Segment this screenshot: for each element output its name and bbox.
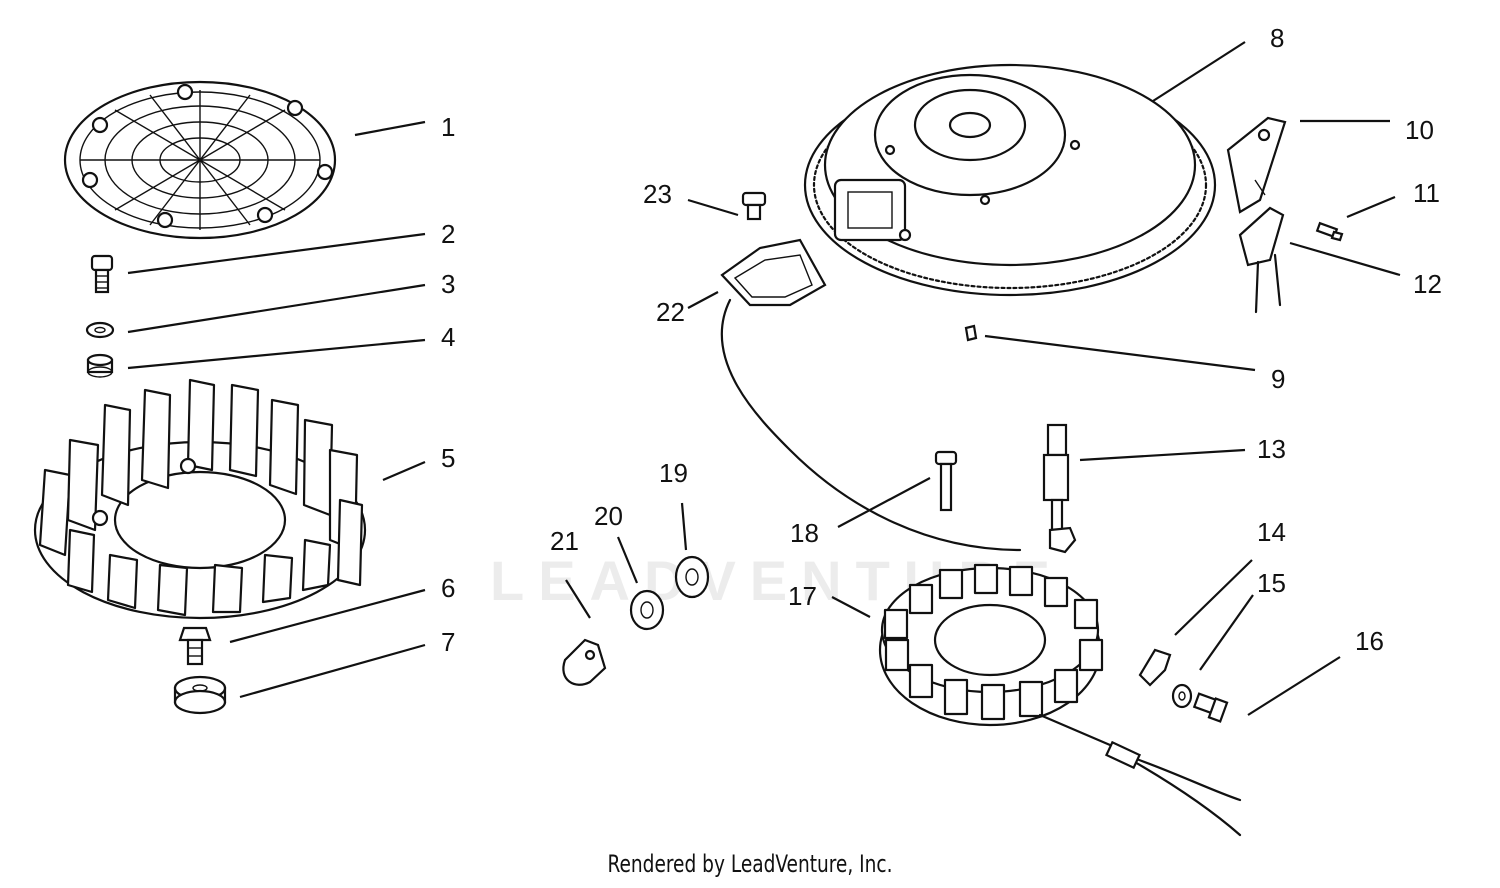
- part-12-bracket: [1238, 206, 1285, 314]
- part-8-flywheel: [803, 63, 1217, 297]
- callout-6: 6: [441, 573, 456, 603]
- callout-10: 10: [1405, 115, 1434, 145]
- part-7-washer: [173, 675, 227, 715]
- part-1-grille-screen: [63, 80, 337, 240]
- part-22-ignition-module: [720, 238, 1022, 552]
- leader-lines: [127, 41, 1401, 716]
- callout-3: 3: [441, 269, 456, 299]
- callout-19: 19: [659, 458, 688, 488]
- callout-22: 22: [656, 297, 685, 327]
- callout-16: 16: [1355, 626, 1384, 656]
- part-10-bracket: [1226, 116, 1287, 214]
- part-19-washer: [674, 555, 710, 599]
- part-23-screw: [741, 191, 767, 221]
- callout-2: 2: [441, 219, 456, 249]
- rendered-by-credit: Rendered by LeadVenture, Inc.: [607, 850, 893, 878]
- callout-8: 8: [1270, 23, 1285, 53]
- part-20-washer: [629, 589, 665, 631]
- callout-9: 9: [1271, 364, 1286, 394]
- callout-7: 7: [441, 627, 456, 657]
- part-16-bolt: [1192, 692, 1229, 723]
- part-9-key: [964, 324, 978, 342]
- part-17-alternator-stator: [878, 563, 1242, 837]
- part-11-screw: [1315, 221, 1344, 242]
- callout-15: 15: [1257, 568, 1286, 598]
- callout-14: 14: [1257, 517, 1286, 547]
- callout-4: 4: [441, 322, 456, 352]
- part-15-washer: [1171, 683, 1193, 709]
- callout-23: 23: [643, 179, 672, 209]
- part-13-spark-plug-lead: [1042, 423, 1077, 554]
- callout-17: 17: [788, 581, 817, 611]
- callout-1: 1: [441, 112, 456, 142]
- part-4-spacer: [86, 353, 114, 378]
- part-3-washer: [85, 321, 115, 339]
- callout-5: 5: [441, 443, 456, 473]
- callout-21: 21: [550, 526, 579, 556]
- part-6-bolt: [178, 626, 212, 666]
- part-2-screw: [90, 254, 114, 294]
- part-21-clip: [562, 638, 607, 686]
- part-5-cooling-fan: [33, 378, 367, 620]
- callout-18: 18: [790, 518, 819, 548]
- callout-20: 20: [594, 501, 623, 531]
- callout-13: 13: [1257, 434, 1286, 464]
- part-14-clip: [1138, 648, 1172, 687]
- callout-11: 11: [1413, 178, 1440, 208]
- callout-12: 12: [1413, 269, 1442, 299]
- part-18-screw: [934, 450, 958, 512]
